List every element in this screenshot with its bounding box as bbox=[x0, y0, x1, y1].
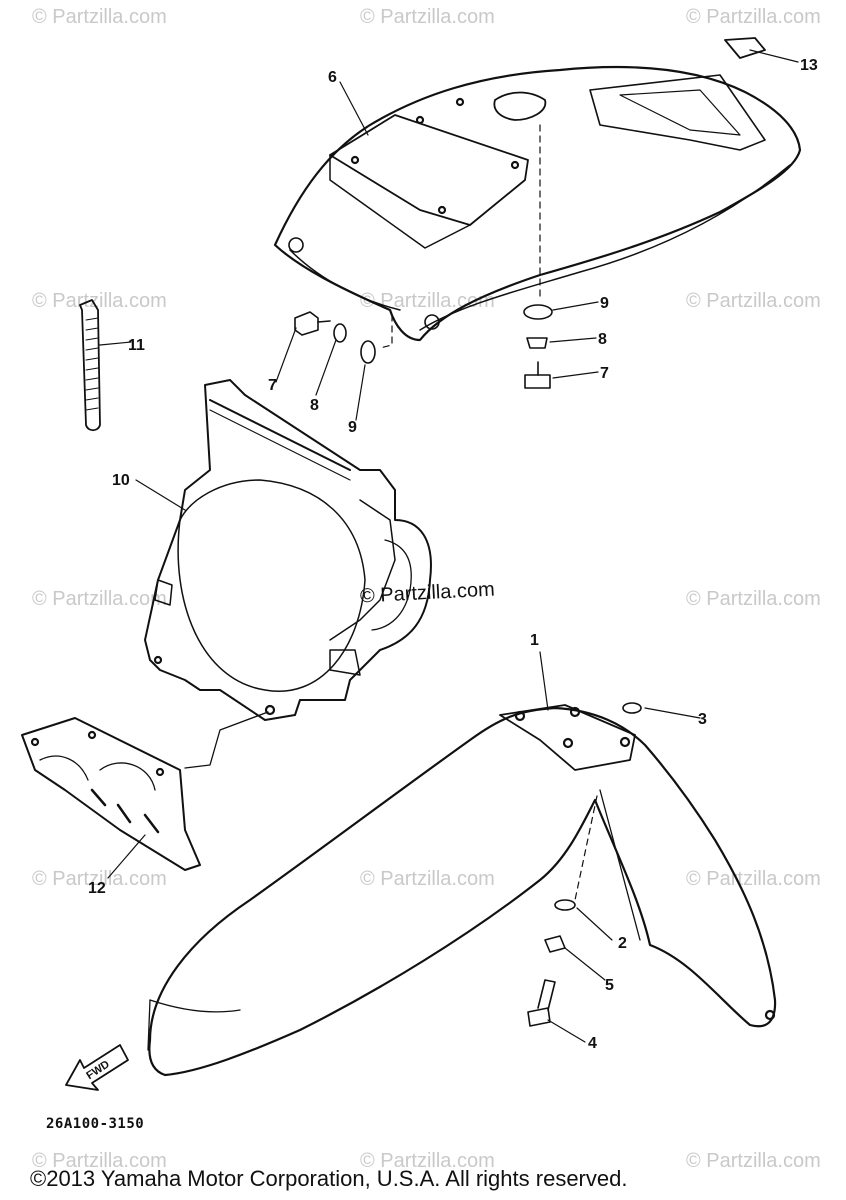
callout-2: 2 bbox=[618, 935, 627, 952]
watermark: © Partzilla.com bbox=[360, 1150, 495, 1172]
callout-13: 13 bbox=[800, 57, 818, 74]
callout-1: 1 bbox=[530, 632, 539, 649]
watermark: © Partzilla.com bbox=[32, 290, 167, 312]
drawing-code: 26A100-3150 bbox=[46, 1116, 145, 1132]
hardware-upper-right bbox=[523, 304, 553, 389]
hardware-upper-left bbox=[294, 311, 376, 364]
watermark: © Partzilla.com bbox=[686, 1150, 821, 1172]
callout-12: 12 bbox=[88, 880, 106, 897]
copyright-notice: ©2013 Yamaha Motor Corporation, U.S.A. A… bbox=[30, 1166, 628, 1191]
bolt bbox=[527, 979, 556, 1027]
front-fender bbox=[147, 704, 777, 1077]
rubber-clip bbox=[724, 37, 766, 59]
washer bbox=[554, 899, 576, 911]
watermark: © Partzilla.com bbox=[686, 6, 821, 28]
callout-4: 4 bbox=[588, 1035, 597, 1052]
callout-10: 10 bbox=[112, 472, 130, 489]
watermark: © Partzilla.com bbox=[686, 588, 821, 610]
nut bbox=[544, 935, 566, 953]
fwd-arrow-icon bbox=[65, 1044, 129, 1091]
cable-tie bbox=[79, 299, 101, 432]
rear-fender bbox=[273, 65, 802, 342]
callout-6: 6 bbox=[328, 69, 337, 86]
watermark: © Partzilla.com bbox=[32, 868, 167, 890]
watermark: © Partzilla.com bbox=[32, 588, 167, 610]
watermark: © Partzilla.com bbox=[360, 6, 495, 28]
watermark: © Partzilla.com bbox=[686, 290, 821, 312]
callout-3: 3 bbox=[698, 711, 707, 728]
watermark: © Partzilla.com bbox=[32, 1150, 167, 1172]
callout-8: 8 bbox=[598, 331, 607, 348]
guard-plate bbox=[21, 717, 201, 871]
washer bbox=[622, 702, 642, 714]
callout-7: 7 bbox=[268, 377, 277, 394]
watermark: © Partzilla.com bbox=[360, 868, 495, 890]
watermark: © Partzilla.com bbox=[686, 868, 821, 890]
callout-9: 9 bbox=[348, 419, 357, 436]
watermark: © Partzilla.com bbox=[32, 6, 167, 28]
callout-7: 7 bbox=[600, 365, 609, 382]
callout-5: 5 bbox=[605, 977, 614, 994]
callout-11: 11 bbox=[128, 337, 145, 354]
air-guide-cover bbox=[144, 379, 432, 721]
callout-8: 8 bbox=[310, 397, 319, 414]
callout-9: 9 bbox=[600, 295, 609, 312]
